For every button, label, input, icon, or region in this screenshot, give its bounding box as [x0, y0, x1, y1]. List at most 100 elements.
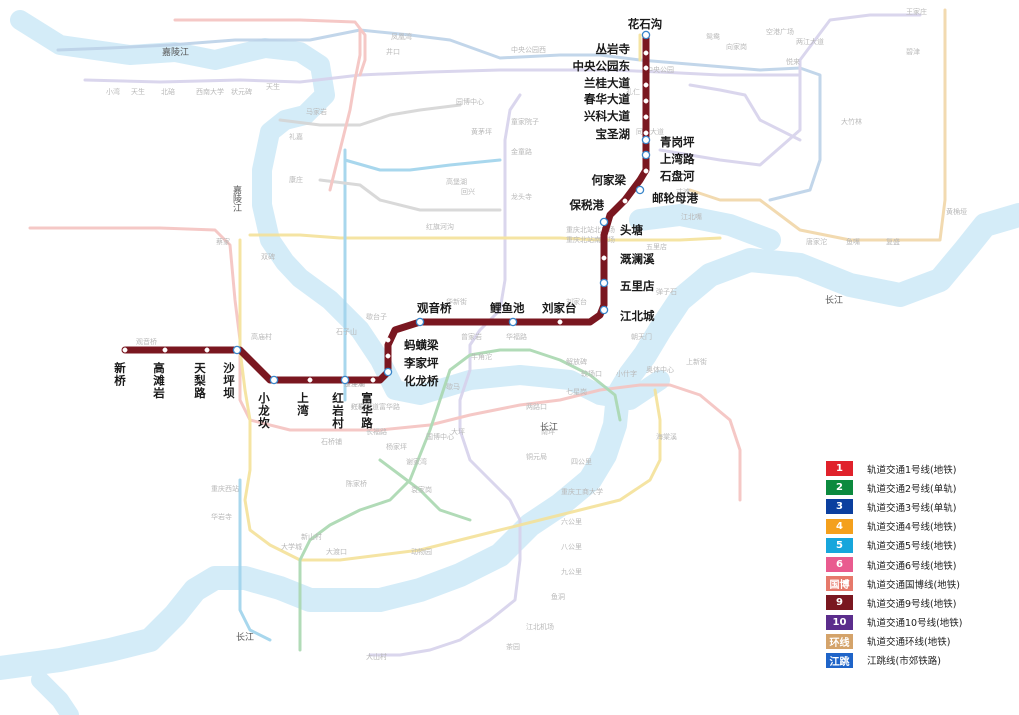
background-station-label: 四公里 — [571, 458, 592, 466]
station-31-dot[interactable] — [122, 347, 128, 353]
station-label[interactable]: 宝圣湖 — [596, 127, 631, 141]
station-30-dot[interactable] — [162, 347, 168, 353]
legend-badge: 9 — [826, 595, 853, 611]
line-9-track[interactable] — [121, 31, 650, 384]
station-label[interactable]: 天梨路 — [193, 362, 207, 400]
station-label[interactable]: 刘家台 — [542, 301, 577, 315]
background-station-label: 天生 — [131, 87, 145, 96]
background-station-label: 七星岗 — [566, 387, 587, 396]
station-label[interactable]: 邮轮母港 — [652, 191, 698, 205]
station-label[interactable]: 沙坪坝 — [222, 362, 236, 400]
station-12-dot[interactable] — [635, 185, 645, 195]
background-station-label: 重庆北站南广场 — [566, 235, 615, 244]
station-label[interactable]: 中央公园东 — [573, 59, 631, 73]
station-label[interactable]: 保税港 — [569, 198, 605, 212]
background-station-label: 两江大道 — [796, 37, 824, 46]
background-station-label: 复盛 — [886, 237, 900, 246]
station-label[interactable]: 上湾路 — [660, 152, 695, 166]
station-label[interactable]: 新桥 — [113, 361, 127, 387]
background-station-label: 大山村 — [366, 652, 387, 661]
station-label[interactable]: 头塘 — [620, 223, 643, 237]
station-label[interactable]: 化龙桥 — [404, 374, 439, 388]
station-2-dot[interactable] — [643, 50, 649, 56]
station-28-dot[interactable] — [232, 345, 242, 355]
background-station-label: 重庆西站 — [211, 484, 239, 493]
station-label[interactable]: 蚂蟥梁 — [404, 338, 439, 352]
station-label[interactable]: 观音桥 — [417, 301, 452, 315]
station-5-dot[interactable] — [643, 98, 649, 104]
background-station-label: 五里店 — [646, 242, 667, 251]
station-14-dot[interactable] — [599, 217, 609, 227]
station-label[interactable]: 春华大道 — [584, 92, 630, 106]
legend-badge: 5 — [826, 537, 853, 553]
line-9-stations — [122, 30, 651, 385]
station-label[interactable]: 上湾 — [296, 391, 310, 417]
station-3-dot[interactable] — [643, 65, 649, 71]
river-label: 长江 — [236, 631, 254, 643]
background-station-label: 黄桷垭 — [946, 207, 967, 216]
station-label[interactable]: 富华路 — [360, 391, 374, 429]
station-label[interactable]: 丛岩寺 — [596, 42, 631, 56]
legend-badge: 环线 — [826, 633, 853, 649]
station-26-dot[interactable] — [307, 377, 313, 383]
station-7-dot[interactable] — [643, 130, 649, 136]
bg-line-green-2 — [378, 458, 472, 522]
station-6-dot[interactable] — [643, 114, 649, 120]
background-station-label: 解放碑 — [566, 357, 587, 366]
station-27-dot[interactable] — [269, 375, 279, 385]
background-station-label: 重庆工商大学 — [561, 487, 603, 496]
station-19-dot[interactable] — [508, 317, 518, 327]
background-station-label: 中央公园西 — [511, 45, 546, 54]
background-station-label: 凤凰湾 — [391, 32, 412, 41]
station-24-dot[interactable] — [370, 377, 376, 383]
background-station-label: 动物园 — [411, 547, 432, 556]
station-label[interactable]: 溉澜溪 — [620, 252, 655, 266]
station-18-dot[interactable] — [557, 319, 563, 325]
station-13-dot[interactable] — [622, 198, 628, 204]
background-station-label: 康庄 — [289, 175, 303, 184]
station-label[interactable]: 五里店 — [620, 279, 655, 293]
background-station-label: 中央公园 — [646, 65, 674, 74]
station-label[interactable]: 高滩岩 — [152, 361, 166, 399]
station-8-dot[interactable] — [641, 135, 651, 145]
station-16-dot[interactable] — [599, 278, 609, 288]
station-15-dot[interactable] — [601, 255, 607, 261]
bg-line-peach — [688, 8, 947, 242]
station-label[interactable]: 何家梁 — [592, 173, 627, 187]
background-station-label: 马家岩 — [306, 107, 327, 116]
station-label[interactable]: 鲤鱼池 — [489, 301, 525, 315]
background-station-label: 向家岗 — [726, 42, 747, 51]
station-25-dot[interactable] — [340, 375, 350, 385]
station-11-dot[interactable] — [625, 177, 631, 183]
station-23-dot[interactable] — [383, 367, 393, 377]
background-station-label: 小湾 — [106, 87, 120, 96]
station-20-dot[interactable] — [415, 317, 425, 327]
station-1-dot[interactable] — [641, 30, 651, 40]
station-label[interactable]: 李家坪 — [403, 356, 439, 370]
background-station-label: 西南大学 — [196, 87, 224, 96]
station-10-dot[interactable] — [643, 168, 649, 174]
station-label[interactable]: 江北城 — [620, 309, 655, 323]
station-21-dot[interactable] — [385, 337, 391, 343]
legend-label: 轨道交通1号线(地铁) — [867, 464, 957, 476]
station-label[interactable]: 红岩村 — [331, 391, 345, 429]
station-4-dot[interactable] — [643, 82, 649, 88]
station-label[interactable]: 兰桂大道 — [584, 76, 630, 90]
station-label[interactable]: 花石沟 — [628, 17, 663, 31]
station-label[interactable]: 青岗坪 — [660, 135, 695, 149]
station-9-dot[interactable] — [641, 150, 651, 160]
bg-line-blue-1 — [343, 148, 502, 402]
background-station-label: 红旗河沟 — [426, 222, 454, 231]
station-label[interactable]: 兴科大道 — [584, 109, 630, 123]
station-17-dot[interactable] — [599, 305, 609, 315]
station-label[interactable]: 小龙坎 — [257, 391, 271, 429]
legend-row: 国博轨道交通国博线(地铁) — [826, 574, 1016, 593]
station-label[interactable]: 石盘河 — [659, 169, 695, 183]
station-22-dot[interactable] — [385, 353, 391, 359]
legend-label: 轨道交通2号线(单轨) — [867, 483, 957, 495]
station-29-dot[interactable] — [204, 347, 210, 353]
